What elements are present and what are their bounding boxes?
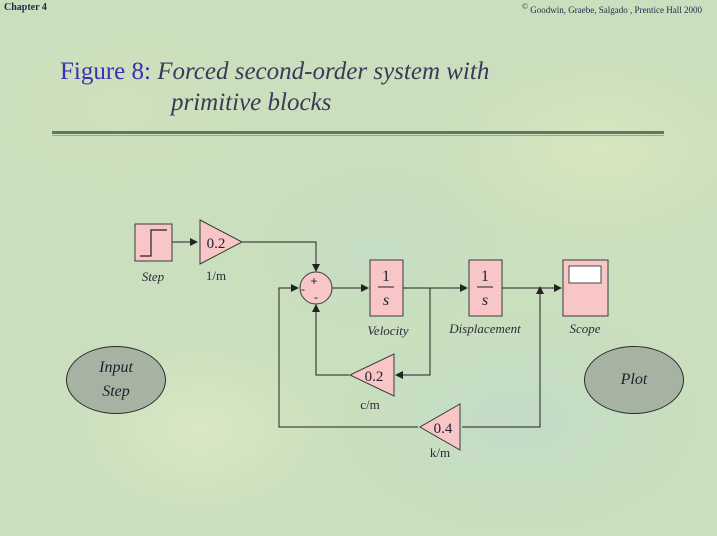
arrow-up-marker [536, 286, 544, 294]
title-divider [52, 131, 664, 134]
velocity-denominator: s [383, 292, 389, 309]
step-block[interactable] [134, 223, 173, 262]
step-label: Step [142, 269, 165, 284]
credit-line: © Goodwin, Graebe, Salgado , Prentice Ha… [522, 2, 702, 15]
figure-label: Figure 8: [60, 58, 151, 85]
displacement-label: Displacement [448, 321, 521, 336]
input-step-line-2: Step [102, 383, 130, 400]
line-km-to-sum [278, 284, 418, 428]
gain-km-block[interactable]: 0.4 [418, 403, 461, 451]
velocity-label: Velocity [367, 323, 408, 338]
chapter-label: Chapter 4 [4, 2, 47, 13]
gain-km-value: 0.4 [434, 421, 453, 437]
velocity-numerator: 1 [382, 268, 390, 285]
gain-km-label: k/m [430, 445, 450, 460]
sum-junction[interactable]: + - - [299, 271, 333, 305]
title-line-1: Forced second-order system with [157, 58, 490, 85]
plot-label: Plot [620, 371, 648, 388]
slide-title: Figure 8: Forced second-order system wit… [60, 56, 489, 118]
scope-screen-icon [568, 265, 602, 284]
step-icon [140, 229, 167, 257]
signal-lines [172, 238, 562, 428]
displacement-denominator: s [482, 292, 488, 309]
line-cm-to-sum [312, 304, 349, 376]
title-divider-shadow [52, 135, 664, 136]
scope-block[interactable] [562, 259, 609, 317]
input-step-button[interactable]: Input Step [66, 346, 166, 414]
gain-1m-block[interactable]: 0.2 [199, 219, 244, 265]
scope-label: Scope [569, 321, 600, 336]
title-line-2: primitive blocks [171, 89, 332, 116]
plot-button[interactable]: Plot [584, 346, 684, 414]
gain-1m-value: 0.2 [207, 236, 226, 252]
input-step-line-1: Input [99, 359, 133, 376]
gain-cm-label: c/m [360, 397, 380, 412]
displacement-integrator-block[interactable]: 1 s [468, 259, 503, 317]
sum-plus-sign: + [310, 274, 317, 288]
sum-minus-left-sign: - [301, 282, 305, 296]
gain-cm-block[interactable]: 0.2 [348, 353, 395, 397]
line-displacement-feedback [462, 288, 541, 428]
sum-minus-bottom-sign: - [314, 290, 318, 304]
line-gain-to-sum [242, 241, 320, 272]
gain-cm-value: 0.2 [365, 369, 384, 385]
line-velocity-feedback [395, 288, 431, 379]
gain-1m-label: 1/m [206, 268, 226, 283]
credit-text: Goodwin, Graebe, Salgado , Prentice Hall… [530, 5, 702, 15]
copyright-symbol: © [521, 2, 529, 11]
velocity-integrator-block[interactable]: 1 s [369, 259, 404, 317]
displacement-numerator: 1 [481, 268, 489, 285]
